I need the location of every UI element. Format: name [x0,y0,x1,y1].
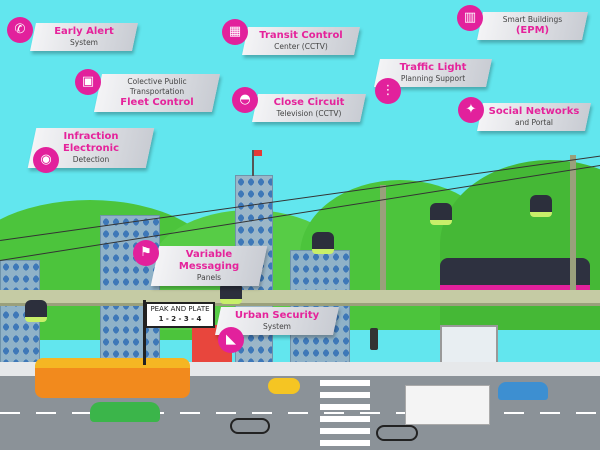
bicycle [376,425,418,441]
label-variable-messaging: Variable Messaging Panels [150,246,268,286]
scooter [268,378,300,394]
cable-car [220,282,242,304]
label-title: Traffic Light [399,62,467,73]
flag [254,150,262,156]
elevated-track [0,290,600,306]
metro-train [440,258,590,290]
bus-icon: ▣ [75,69,101,95]
label-close-circuit: Close Circuit Television (CCTV) [252,94,366,122]
peak-and-plate-sign: PEAK AND PLATE 1 - 2 - 3 - 4 [145,302,215,328]
label-title: Close Circuit [273,97,345,108]
crosswalk [320,380,370,450]
label-title: Transit Control [259,30,343,41]
sign-panel-icon: ⚑ [133,240,159,266]
delivery-truck [405,385,490,425]
monitor-wall-icon: ▦ [222,19,248,45]
cable-car [312,232,334,254]
label-title: Urban Security [234,310,320,321]
label-social-networks: Social Networks and Portal [477,103,591,131]
label-title: Fleet Control [120,97,194,108]
flag-pole [252,150,254,176]
cable-car [530,195,552,217]
security-camera-icon: ◣ [218,327,244,353]
label-subtitle: Smart Buildings [502,15,563,24]
cable-car [25,300,47,322]
car-green [90,402,160,422]
lane-marking [0,412,600,414]
label-title: (EPM) [515,25,550,36]
dome-camera-icon: ◓ [232,87,258,113]
label-subtitle: Center (CCTV) [274,42,328,51]
traffic-light [370,328,378,350]
label-smart-buildings: Smart Buildings (EPM) [477,12,588,40]
bus [35,358,190,398]
label-title: Early Alert [54,26,114,37]
label-subtitle: and Portal [514,118,554,127]
label-subtitle: System [70,38,98,47]
label-transit-control: Transit Control Center (CCTV) [242,27,360,55]
cable-pole [570,155,576,290]
satellite-dish-icon: ✆ [7,17,33,43]
cable-car [430,203,452,225]
traffic-light-icon: ⋮ [375,78,401,104]
label-early-alert: Early Alert System [30,23,138,51]
camera-icon: ◉ [33,147,59,173]
label-fleet-control: Colective Public Transportation Fleet Co… [93,74,221,112]
label-subtitle: Colective Public Transportation [127,77,187,96]
sign-line2: 1 - 2 - 3 - 4 [158,315,202,323]
label-title: Social Networks [488,106,580,117]
label-subtitle: Television (CCTV) [276,109,342,118]
sign-pole [143,300,146,365]
sign-line1: PEAK AND PLATE [150,305,210,313]
building-icon: ▥ [457,5,483,31]
label-subtitle: Panels [196,273,222,282]
cable-pole [380,185,386,290]
car-blue [498,382,548,400]
bicycle [230,418,270,434]
twitter-bird-icon: ✦ [458,97,484,123]
bus-stop [440,325,498,365]
label-title: Variable Messaging [178,249,240,272]
